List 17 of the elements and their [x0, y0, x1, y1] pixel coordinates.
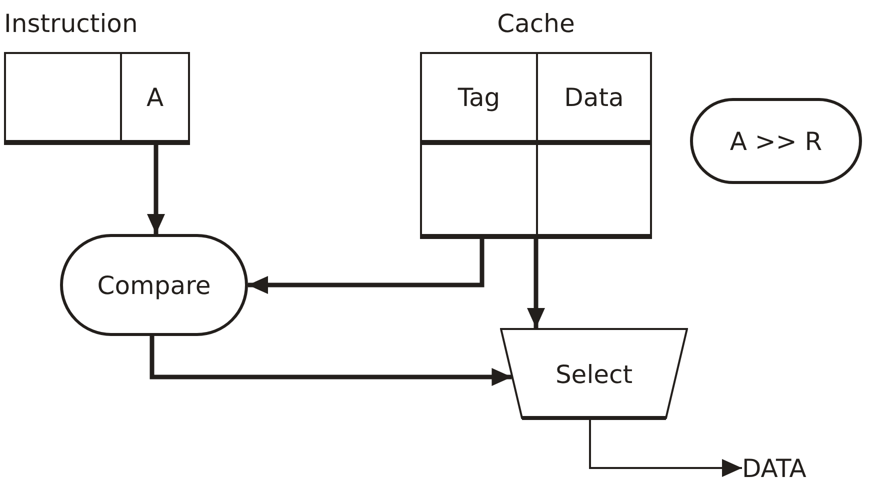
register-field: [4, 52, 122, 145]
register-field: [538, 145, 652, 239]
register-field: Tag: [420, 52, 538, 145]
rounded-box: Compare: [60, 234, 248, 336]
arrow: [150, 336, 512, 386]
arrow: [589, 420, 742, 477]
register-field: A: [122, 52, 190, 145]
node-label: Select: [555, 360, 633, 388]
arrow: [147, 145, 165, 234]
rounded-box: A >> R: [690, 98, 862, 184]
arrow: [248, 239, 484, 294]
arrow: [527, 239, 545, 328]
register-heading: Cache: [496, 8, 576, 40]
node-label: DATA: [742, 454, 806, 482]
register-heading: Instruction: [4, 8, 139, 40]
register-field: Data: [538, 52, 652, 145]
register-field: [420, 145, 538, 239]
